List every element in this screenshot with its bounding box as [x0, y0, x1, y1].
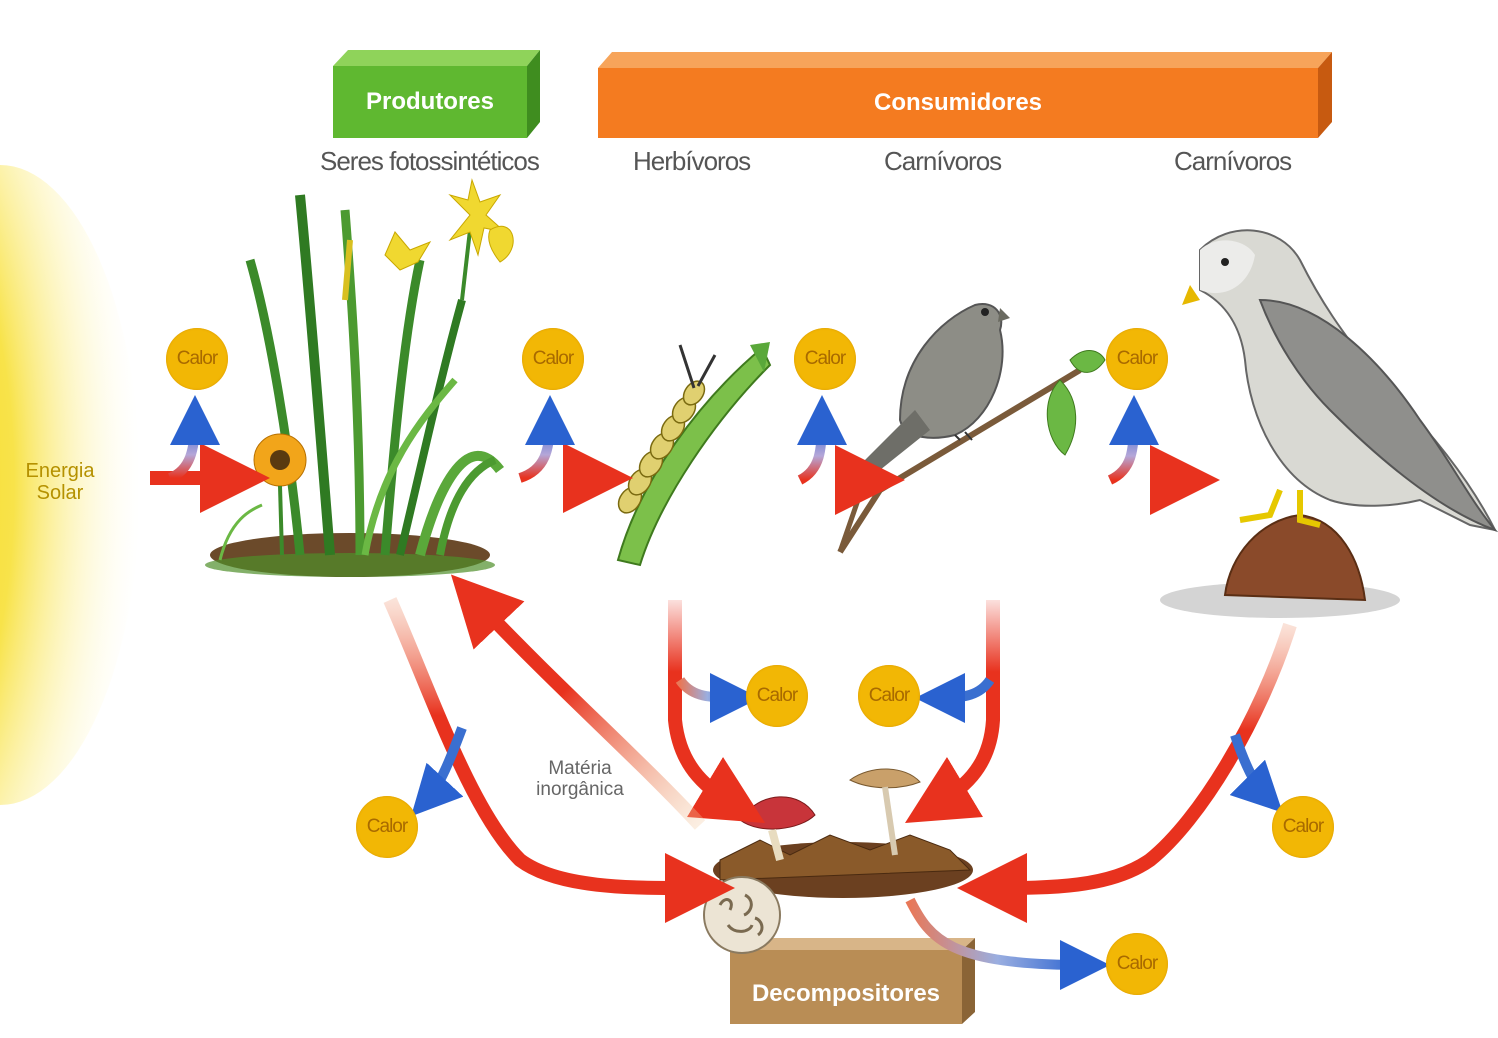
heat-circle: Calor	[1272, 796, 1334, 858]
heat-circle: Calor	[1106, 328, 1168, 390]
heat-up-arrows	[167, 395, 1159, 485]
heat-circle: Calor	[858, 665, 920, 727]
caterpillar-icon	[616, 342, 772, 567]
heat-circle: Calor	[166, 328, 228, 390]
producers-bar	[333, 50, 540, 138]
heat-circle: Calor	[794, 328, 856, 390]
soil-microbes-icon	[703, 876, 781, 954]
hawk-icon	[1160, 229, 1498, 618]
inorganic-matter-arrow	[450, 574, 706, 830]
consumers-title: Consumidores	[873, 89, 1043, 116]
plants-icon	[205, 178, 514, 577]
consumers-bar	[598, 52, 1332, 138]
decomposers-bar	[730, 938, 975, 1024]
herbivores-label: Herbívoros	[633, 146, 751, 176]
decomposers-title: Decompositores	[751, 980, 941, 1007]
top-carnivores-label: Carnívoros	[1174, 146, 1292, 176]
decomposition-arrows	[383, 597, 1297, 924]
heat-side-arrows	[411, 672, 1283, 990]
sun-icon	[0, 165, 140, 805]
producers-subtitle: Seres fotossintéticos	[320, 146, 540, 176]
heat-circle: Calor	[522, 328, 584, 390]
heat-circle: Calor	[1106, 933, 1168, 995]
solar-energy-label: Energia Solar	[25, 460, 95, 504]
heat-circle: Calor	[746, 665, 808, 727]
carnivores-label: Carnívoros	[884, 146, 1002, 176]
producers-title: Produtores	[365, 88, 494, 115]
inorganic-matter-label: Matéria inorgânica	[536, 758, 624, 800]
heat-circle: Calor	[356, 796, 418, 858]
bird-icon	[837, 303, 1106, 554]
energy-arrows	[150, 443, 1220, 515]
